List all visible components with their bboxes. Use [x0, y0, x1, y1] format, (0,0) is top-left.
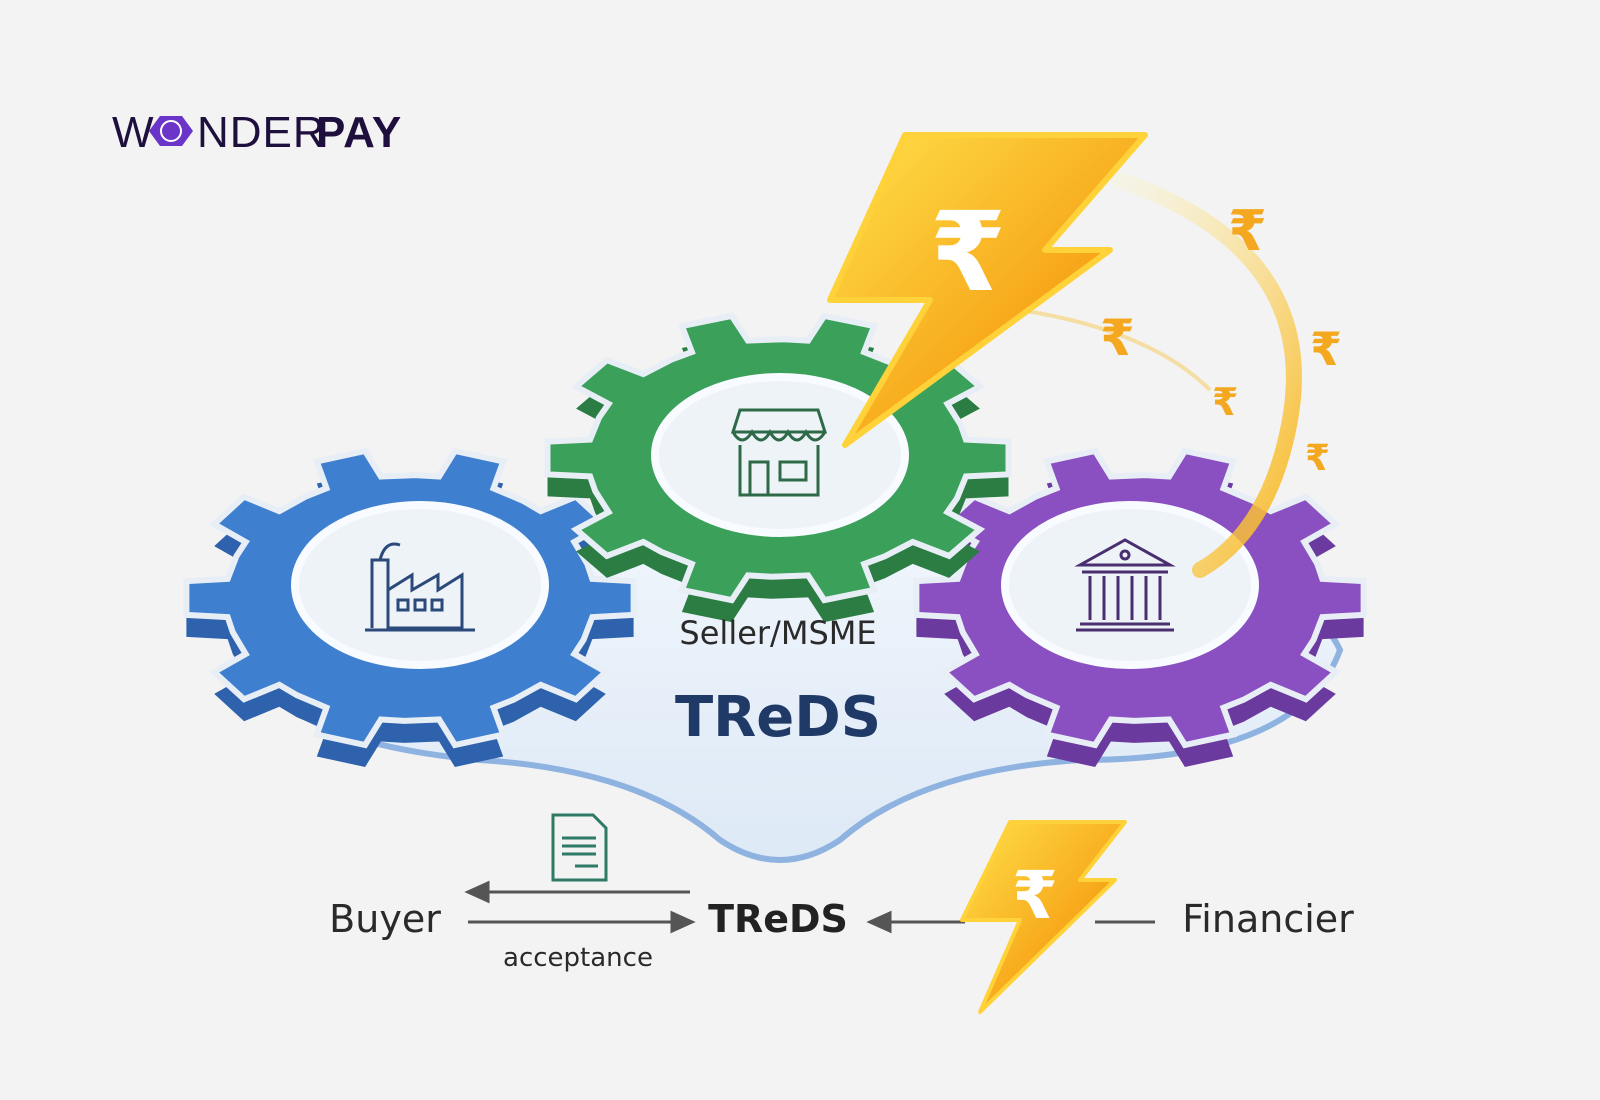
wonderpay-logo: W NDER PAY: [112, 108, 402, 157]
acceptance-label: acceptance: [503, 943, 653, 973]
seller-msme-label: Seller/MSME: [679, 614, 876, 652]
logo-hexagon-icon: [149, 116, 193, 146]
invoice-icon: [551, 813, 608, 882]
rupee-icon: ₹: [1012, 857, 1058, 934]
svg-text:NDER: NDER: [197, 108, 326, 157]
arrow-left-icon: [866, 910, 892, 934]
arrow-right-icon: [670, 910, 696, 934]
gear-hub: [651, 373, 909, 537]
rupee-icon: ₹: [1100, 309, 1135, 367]
rupee-icon: ₹: [1212, 380, 1238, 424]
lightning-bolt-icon: ₹: [827, 132, 1148, 448]
buyer-gear: [183, 447, 637, 767]
arrow-left-icon: [464, 880, 490, 904]
small-lightning-bolt-icon: ₹: [960, 820, 1127, 1014]
bank-icon: [1074, 538, 1176, 632]
financier-label: Financier: [1182, 897, 1354, 941]
rupee-icon: ₹: [930, 188, 1007, 316]
rupee-icon: ₹: [1305, 438, 1330, 479]
storefront-icon: [730, 408, 828, 497]
factory-icon: [365, 542, 475, 632]
svg-text:PAY: PAY: [316, 108, 402, 157]
gear-hub: [1001, 501, 1259, 669]
rupee-icon: ₹: [1310, 322, 1342, 376]
svg-text:W: W: [112, 108, 155, 157]
treds-platform-label: TReDS: [675, 685, 881, 750]
rupee-coins: ₹ ₹ ₹ ₹ ₹: [1100, 199, 1342, 479]
money-flow-arc: [1112, 172, 1302, 578]
buyer-label: Buyer: [329, 897, 441, 941]
treds-flow-label: TReDS: [708, 897, 848, 941]
rupee-icon: ₹: [1228, 199, 1267, 264]
flow-arrows: [464, 880, 1155, 934]
